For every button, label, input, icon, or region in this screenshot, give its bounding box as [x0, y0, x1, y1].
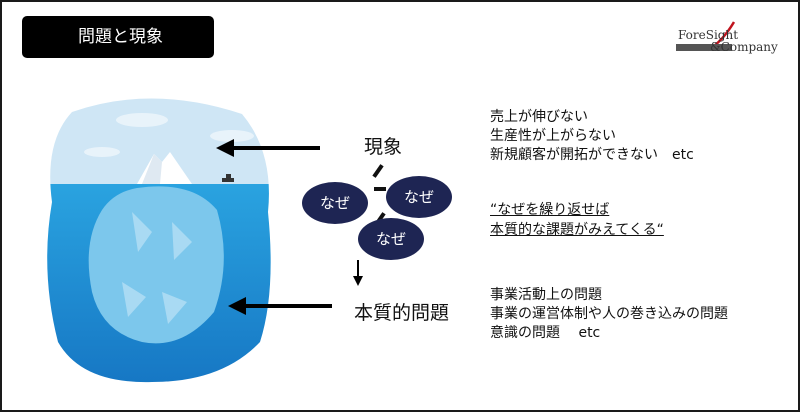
iceberg-illustration — [47, 98, 271, 383]
list-item: 生産性が上がらない — [490, 128, 616, 144]
quote-line: 本質的な課題がみえてくる“ — [490, 222, 664, 238]
list-item: 新規顧客が開拓ができない etc — [490, 147, 694, 163]
logo-bar — [676, 44, 732, 51]
company-logo: ForeSight &Company — [674, 21, 786, 62]
quote: “なぜを繰り返せば 本質的な課題がみえてくる“ — [490, 200, 664, 240]
connector-dash — [374, 187, 386, 191]
root-problem-label: 本質的問題 — [354, 302, 450, 324]
arrow-left-icon — [216, 139, 320, 157]
list-item: 意識の問題 etc — [490, 325, 601, 341]
arrow-down-icon — [353, 260, 363, 286]
page-title: 問題と現象 — [22, 16, 214, 58]
quote-line: “なぜを繰り返せば — [490, 202, 610, 218]
why-bubble: なぜ — [302, 182, 368, 224]
arrow-left-icon — [228, 297, 332, 315]
list-item: 売上が伸びない — [490, 109, 588, 125]
why-bubble: なぜ — [358, 218, 424, 260]
list-item: 事業活動上の問題 — [490, 287, 602, 303]
problem-list: 事業活動上の問題 事業の運営体制や人の巻き込みの問題 意識の問題 etc — [490, 286, 728, 343]
phenomenon-label: 現象 — [364, 136, 403, 158]
why-bubble: なぜ — [386, 176, 452, 218]
connector-dash — [372, 164, 384, 178]
logo-text-company: &Company — [710, 40, 778, 54]
phenomena-list: 売上が伸びない 生産性が上がらない 新規顧客が開拓ができない etc — [490, 108, 694, 165]
logo-text-foresight: ForeSight — [678, 28, 739, 42]
list-item: 事業の運営体制や人の巻き込みの問題 — [490, 306, 728, 322]
